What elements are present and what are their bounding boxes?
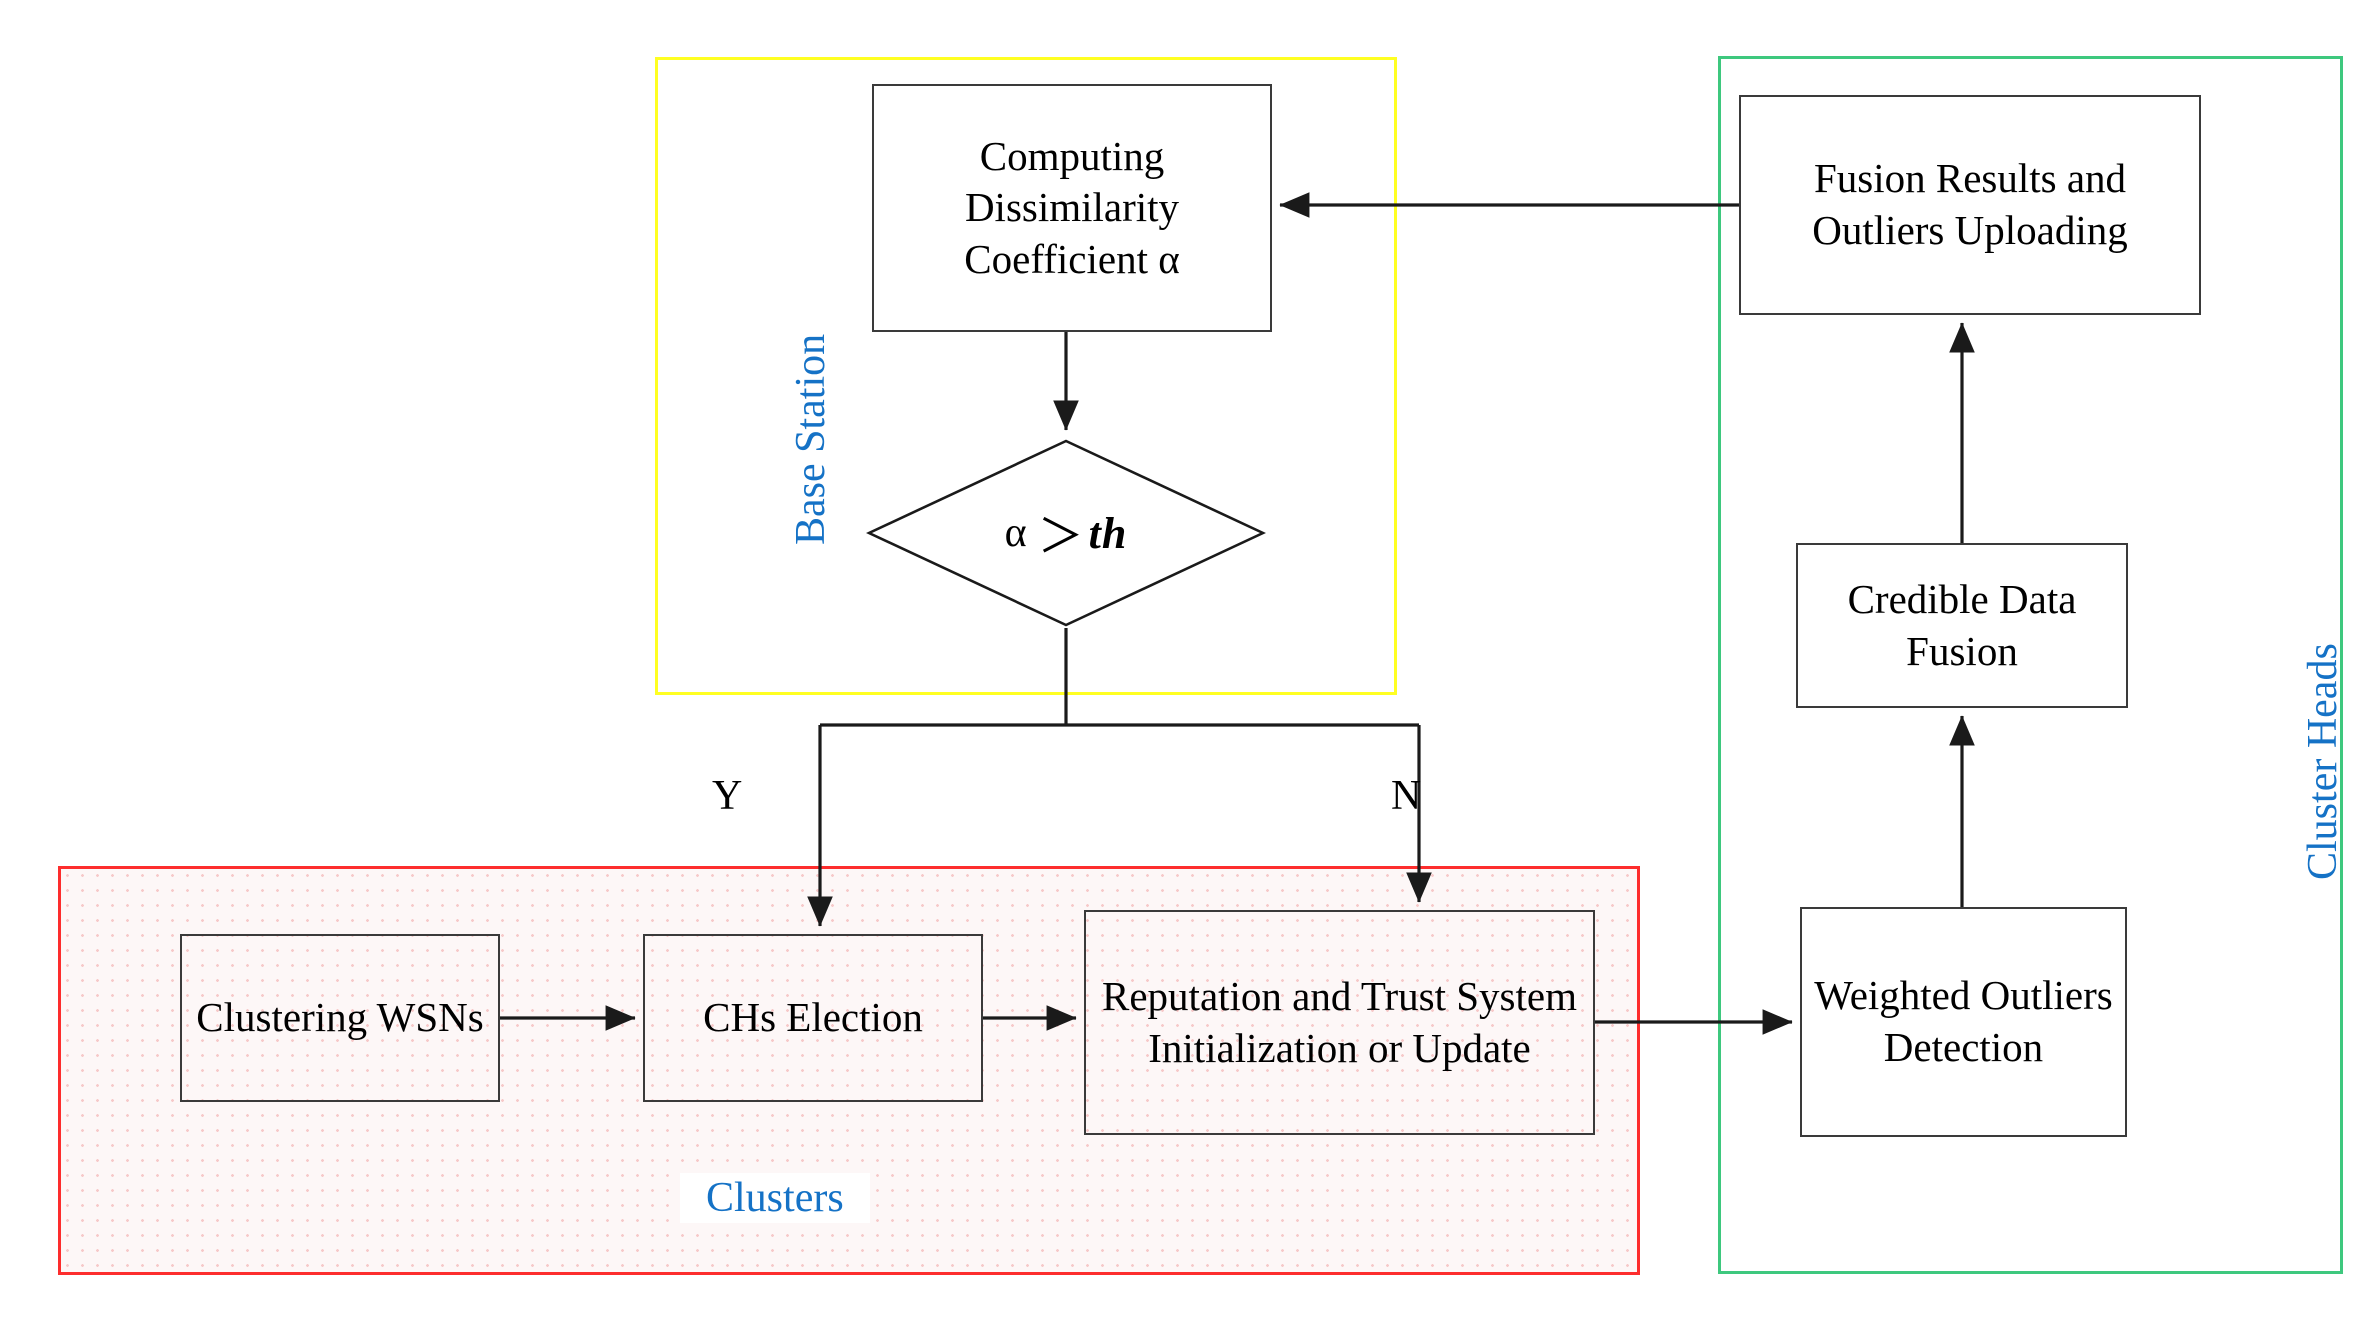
group-label-base-station: Base Station xyxy=(788,333,834,545)
decision-threshold: th xyxy=(1088,508,1128,558)
group-cluster-heads xyxy=(1718,56,2343,1274)
decision-operator: ＞ xyxy=(1037,511,1085,562)
group-label-cluster-heads: Cluster Heads xyxy=(2300,643,2346,880)
node-fusion-results-and-outliers-uploading[interactable]: Fusion Results and Outliers Uploading xyxy=(1739,95,2201,315)
node-computing-dissimilarity-coefficient[interactable]: Computing Dissimilarity Coefficient α xyxy=(872,84,1272,332)
decision-alpha: α xyxy=(1004,510,1028,556)
node-decision-alpha-gt-th[interactable]: α ＞ th xyxy=(866,438,1266,628)
node-clustering-wsns[interactable]: Clustering WSNs xyxy=(180,934,500,1102)
group-label-clusters: Clusters xyxy=(680,1173,870,1223)
decision-label: α ＞ th xyxy=(866,438,1266,628)
node-chs-election[interactable]: CHs Election xyxy=(643,934,983,1102)
node-reputation-and-trust-system[interactable]: Reputation and Trust System Initializati… xyxy=(1084,910,1595,1135)
diamond-shape xyxy=(866,438,1266,628)
branch-label-yes: Y xyxy=(712,773,743,819)
node-weighted-outliers-detection[interactable]: Weighted Outliers Detection xyxy=(1800,907,2127,1137)
node-credible-data-fusion[interactable]: Credible Data Fusion xyxy=(1796,543,2128,708)
branch-label-no: N xyxy=(1391,773,1422,819)
